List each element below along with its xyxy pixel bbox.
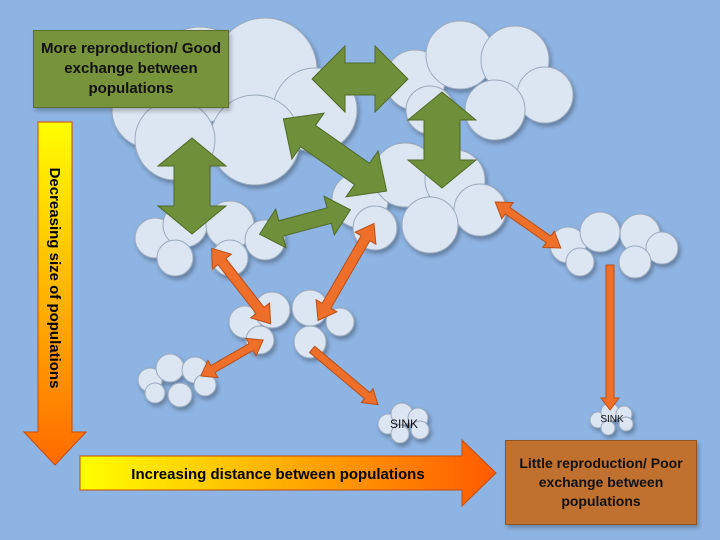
- good-exchange-box: More reproduction/ Good exchange between…: [33, 30, 229, 108]
- sink-label-right: SINK: [600, 414, 624, 425]
- increasing-distance-arrow: [79, 438, 497, 508]
- green-arrow-horizontal-middle: [258, 195, 352, 249]
- sink-label-left: SINK: [390, 417, 418, 431]
- cloud-mid-right: [549, 211, 679, 279]
- orange-arrow-left-down: [210, 247, 272, 325]
- green-arrow-left-vertical: [156, 137, 228, 235]
- good-exchange-label: More reproduction/ Good exchange between…: [41, 39, 221, 98]
- orange-arrow-to-sink-left: [308, 345, 379, 406]
- green-arrow-top-right-vertical: [406, 91, 478, 189]
- green-arrow-top-clouds: [311, 44, 409, 114]
- orange-arrow-center-to-right: [494, 201, 562, 249]
- decreasing-size-arrow: [22, 121, 88, 466]
- cloud-sink-left: [377, 402, 430, 444]
- orange-arrow-lower-to-small: [200, 337, 264, 379]
- decreasing-size-label: Decreasing size of populations: [46, 168, 63, 389]
- cloud-large-top-right: [384, 20, 574, 141]
- cloud-small-left: [137, 353, 217, 408]
- poor-exchange-label: Little reproduction/ Poor exchange betwe…: [519, 455, 683, 509]
- green-arrow-diagonal: [282, 112, 388, 198]
- orange-arrow-right-up: [315, 222, 377, 322]
- orange-arrow-to-sink-right: [600, 264, 620, 411]
- cloud-sink-right: [589, 402, 634, 436]
- poor-exchange-box: Little reproduction/ Poor exchange betwe…: [505, 440, 697, 525]
- increasing-distance-label: Increasing distance between populations: [131, 466, 424, 483]
